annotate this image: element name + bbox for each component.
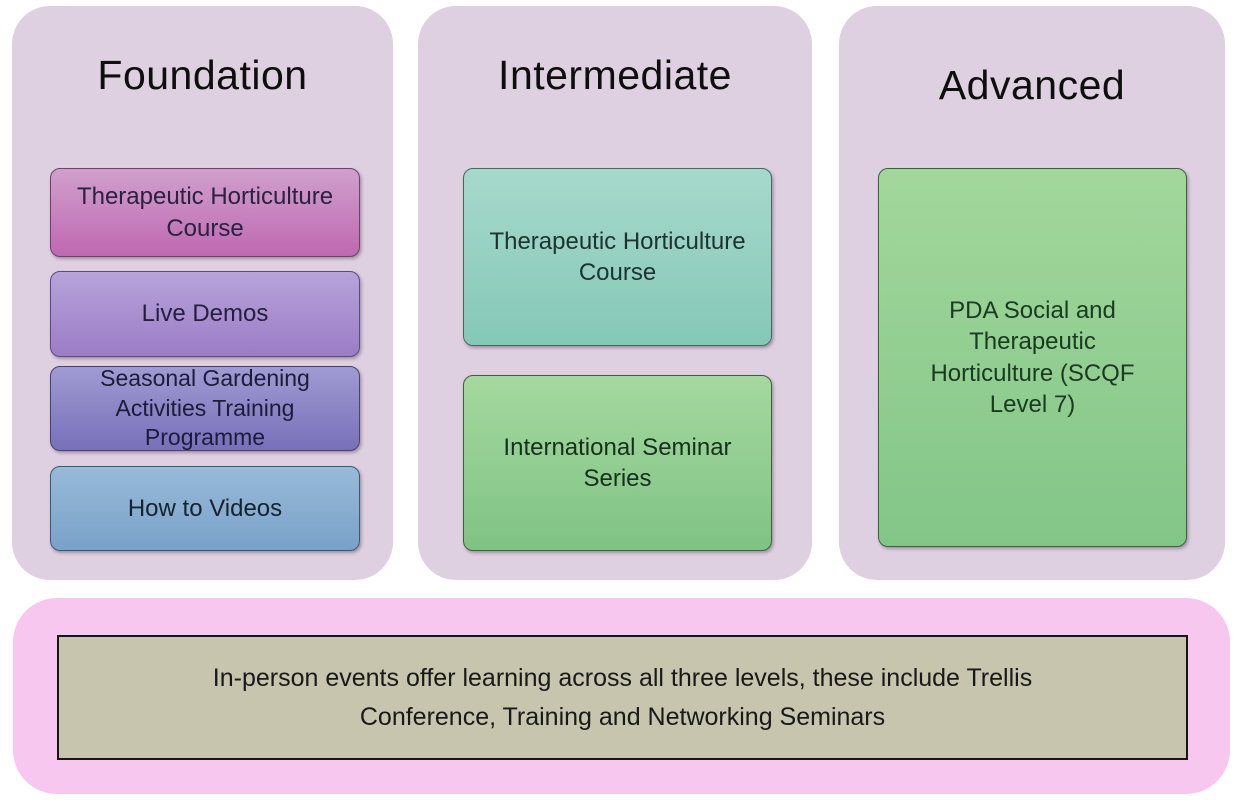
- box-label: International Seminar Series: [503, 433, 732, 492]
- box-pda-social-therapeutic-horticulture: PDA Social and Therapeutic Horticulture …: [878, 168, 1187, 547]
- box-label: Therapeutic Horticulture Course: [76, 183, 334, 242]
- column-advanced: Advanced PDA Social and Therapeutic Hort…: [839, 6, 1225, 580]
- box-therapeutic-horticulture-intermediate: Therapeutic Horticulture Course: [463, 168, 772, 346]
- column-title-intermediate: Intermediate: [498, 52, 732, 98]
- column-title-foundation: Foundation: [97, 52, 308, 98]
- box-label: How to Videos: [127, 494, 283, 522]
- box-international-seminar-series: International Seminar Series: [463, 375, 772, 551]
- box-seasonal-gardening-programme: Seasonal Gardening Activities Training P…: [50, 364, 360, 451]
- column-title-advanced: Advanced: [938, 62, 1126, 108]
- in-person-events-text: In-person events offer learning across a…: [212, 663, 1033, 731]
- box-label: Seasonal Gardening Activities Training P…: [100, 364, 310, 451]
- box-label: Live Demos: [141, 300, 269, 328]
- box-label: Therapeutic Horticulture Course: [489, 227, 746, 286]
- footer-banner: In-person events offer learning across a…: [13, 598, 1230, 794]
- box-therapeutic-horticulture-foundation: Therapeutic Horticulture Course: [50, 168, 360, 257]
- box-label: PDA Social and Therapeutic Horticulture …: [930, 297, 1135, 418]
- box-live-demos: Live Demos: [50, 271, 360, 357]
- column-foundation: Foundation Therapeutic Horticulture Cour…: [12, 6, 393, 580]
- box-how-to-videos: How to Videos: [50, 466, 360, 551]
- in-person-events-note: In-person events offer learning across a…: [57, 635, 1188, 760]
- column-intermediate: Intermediate Therapeutic Horticulture Co…: [418, 6, 812, 580]
